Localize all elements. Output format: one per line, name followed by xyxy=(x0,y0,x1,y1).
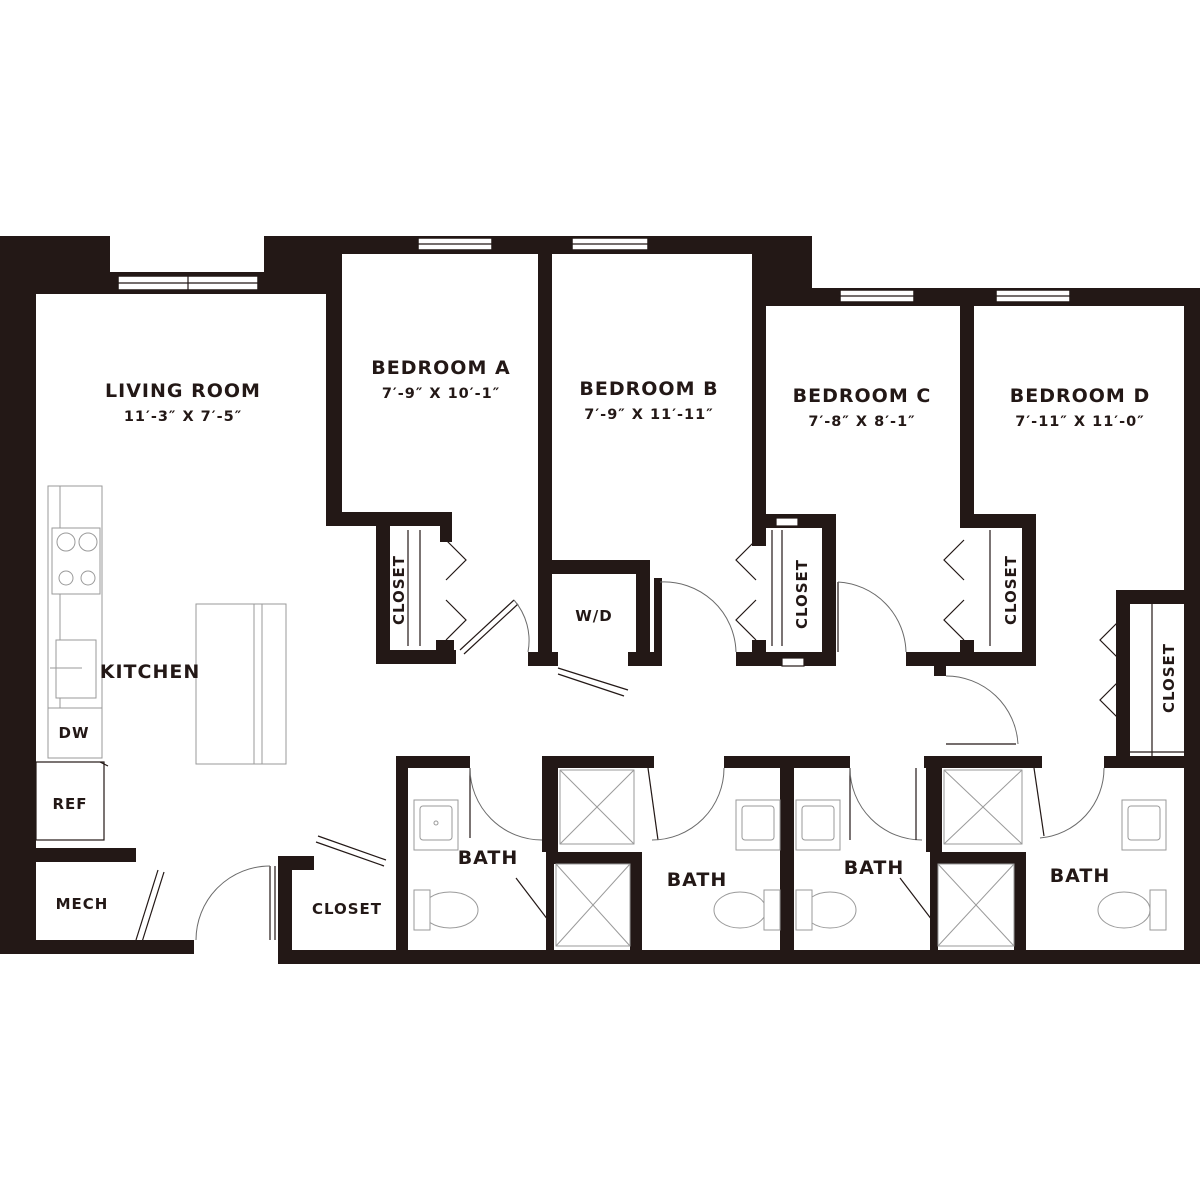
bedroom-d-dims: 7′-11″ X 11′-0″ xyxy=(1015,414,1144,430)
doors xyxy=(135,581,1105,943)
living-room-name: LIVING ROOM xyxy=(105,380,261,402)
bedroom-c-dims: 7′-8″ X 8′-1″ xyxy=(808,414,915,430)
bath-label-3: BATH xyxy=(844,857,905,879)
kitchen-fixtures xyxy=(35,485,287,841)
room-labels: LIVING ROOM 11′-3″ X 7′-5″ BEDROOM A 7′-… xyxy=(52,357,1178,918)
bedroom-d-name: BEDROOM D xyxy=(1010,385,1150,407)
walls xyxy=(0,236,1200,964)
bedroom-b-name: BEDROOM B xyxy=(579,378,718,400)
bath-label-1: BATH xyxy=(458,847,519,869)
living-room-dims: 11′-3″ X 7′-5″ xyxy=(124,409,242,425)
wd-label: W/D xyxy=(575,607,612,625)
bath-fixtures xyxy=(413,769,1167,947)
bedroom-c-name: BEDROOM C xyxy=(793,385,932,407)
ref-label: REF xyxy=(52,795,87,813)
kitchen-label: KITCHEN xyxy=(100,661,200,683)
closet-label-right: CLOSET xyxy=(1160,643,1178,713)
mech-label: MECH xyxy=(56,895,109,913)
closet-label-c: CLOSET xyxy=(793,559,811,629)
bath-label-2: BATH xyxy=(667,869,728,891)
closet-label-a: CLOSET xyxy=(390,555,408,625)
bedroom-a-dims: 7′-9″ X 10′-1″ xyxy=(382,386,500,402)
bedroom-a-name: BEDROOM A xyxy=(371,357,510,379)
windows xyxy=(117,237,1071,303)
closet-label-hall: CLOSET xyxy=(312,900,382,918)
dw-label: DW xyxy=(59,724,90,742)
closet-doors xyxy=(407,517,1184,756)
bath-label-4: BATH xyxy=(1050,865,1111,887)
closet-label-d: CLOSET xyxy=(1002,555,1020,625)
bedroom-b-dims: 7′-9″ X 11′-11″ xyxy=(584,407,713,423)
